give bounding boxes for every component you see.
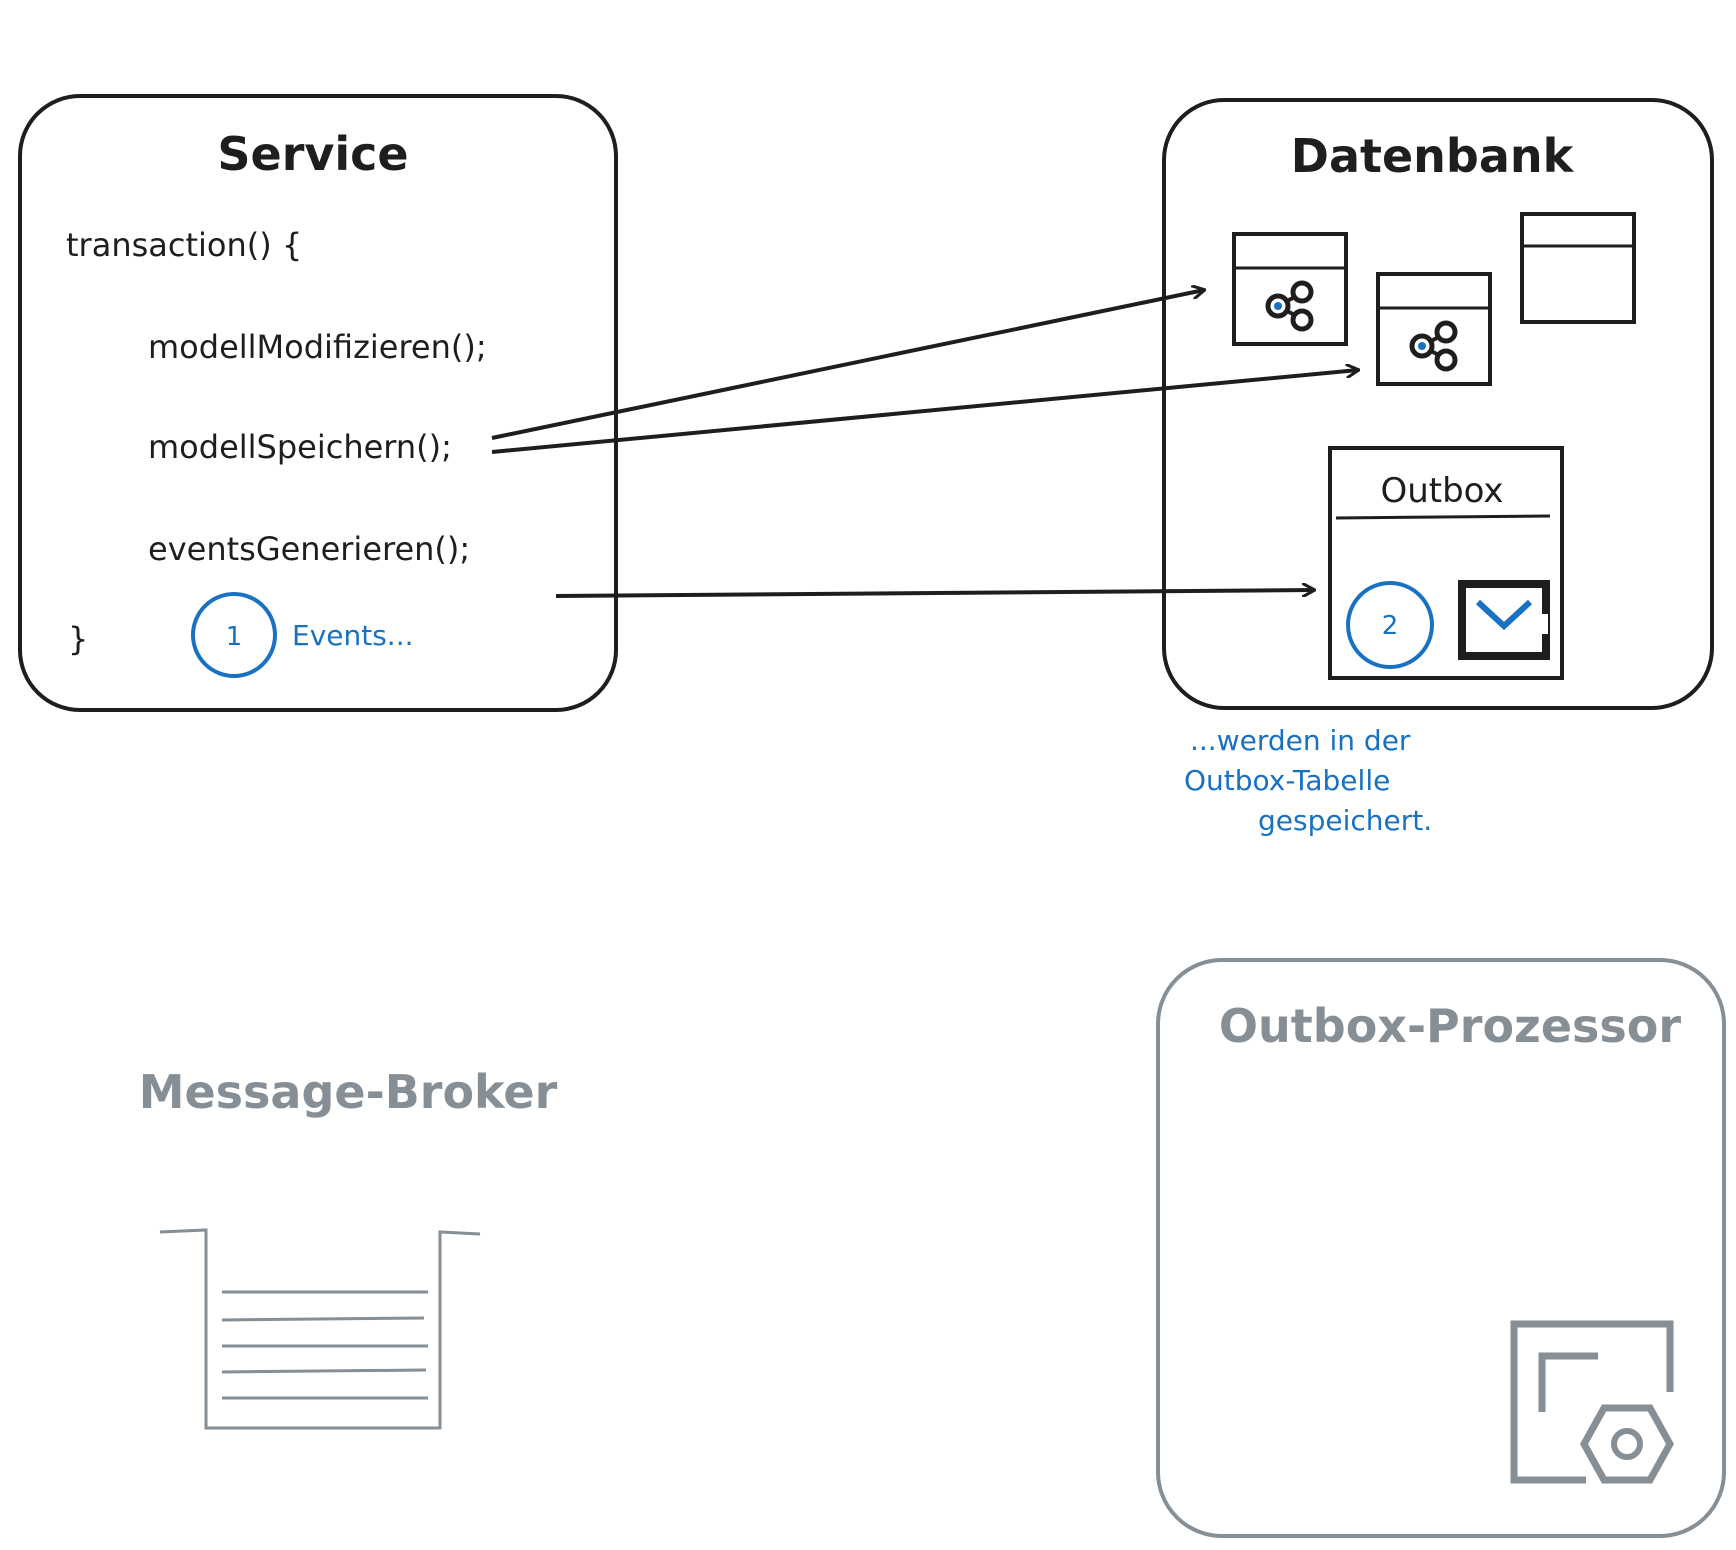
share-icon (1265, 280, 1314, 332)
table-1-frame (1232, 232, 1348, 346)
arrow-events-to-outbox (555, 590, 1314, 598)
outbox-frame (1328, 446, 1564, 680)
table-3-frame (1520, 212, 1636, 324)
events-note: Events... (292, 619, 414, 652)
code-line-modell-modifizieren: modellModifizieren(); (148, 328, 487, 366)
database-box[interactable]: Datenbank (1162, 98, 1714, 710)
arrows (491, 290, 1358, 598)
table-3[interactable] (1520, 212, 1636, 324)
step-2-circle (1346, 581, 1434, 669)
settings-frame-icon (1510, 1320, 1675, 1484)
table-1[interactable] (1232, 232, 1348, 346)
step-1-number: 1 (226, 622, 243, 652)
table-2-frame (1376, 272, 1492, 386)
code-line-transaction: transaction() { (66, 226, 302, 264)
service-box[interactable]: Service transaction() { modellModifizier… (18, 94, 618, 712)
queue-icon (159, 1228, 481, 1430)
database-frame (1162, 98, 1714, 710)
broker-title: Message-Broker (139, 1065, 558, 1119)
service-frame (18, 94, 618, 712)
table-2[interactable] (1376, 272, 1492, 386)
outbox-note-line-3: gespeichert. (1258, 804, 1432, 837)
code-line-modell-speichern: modellSpeichern(); (148, 428, 452, 466)
outbox-note-line-1: ...werden in der (1190, 724, 1411, 757)
outbox-table[interactable]: Outbox 2 (1328, 446, 1564, 680)
step-2-number: 2 (1382, 611, 1399, 641)
step-1-badge: 1 (191, 592, 277, 678)
code-line-closing-brace: } (68, 620, 88, 658)
processor-title: Outbox-Prozessor (1219, 999, 1681, 1053)
service-title: Service (217, 127, 408, 181)
outbox-title: Outbox (1380, 471, 1503, 511)
mail-icon (1458, 580, 1550, 660)
arrow-save-to-table-2 (491, 370, 1358, 454)
database-title: Datenbank (1291, 129, 1575, 183)
code-line-events-generieren: eventsGenerieren(); (148, 530, 470, 568)
share-icon (1409, 320, 1458, 372)
outbox-processor-box[interactable]: Outbox-Prozessor (1156, 958, 1726, 1538)
step-2-badge: 2 (1346, 581, 1434, 669)
arrow-save-to-table-1 (491, 290, 1204, 440)
processor-frame (1156, 958, 1726, 1538)
step-1-circle (191, 592, 277, 678)
outbox-note-line-2: Outbox-Tabelle (1184, 764, 1390, 797)
outbox-header-line (1335, 514, 1551, 520)
outbox-note: ...werden in der Outbox-Tabelle gespeich… (1184, 724, 1432, 837)
message-broker[interactable]: Message-Broker (139, 1065, 558, 1430)
